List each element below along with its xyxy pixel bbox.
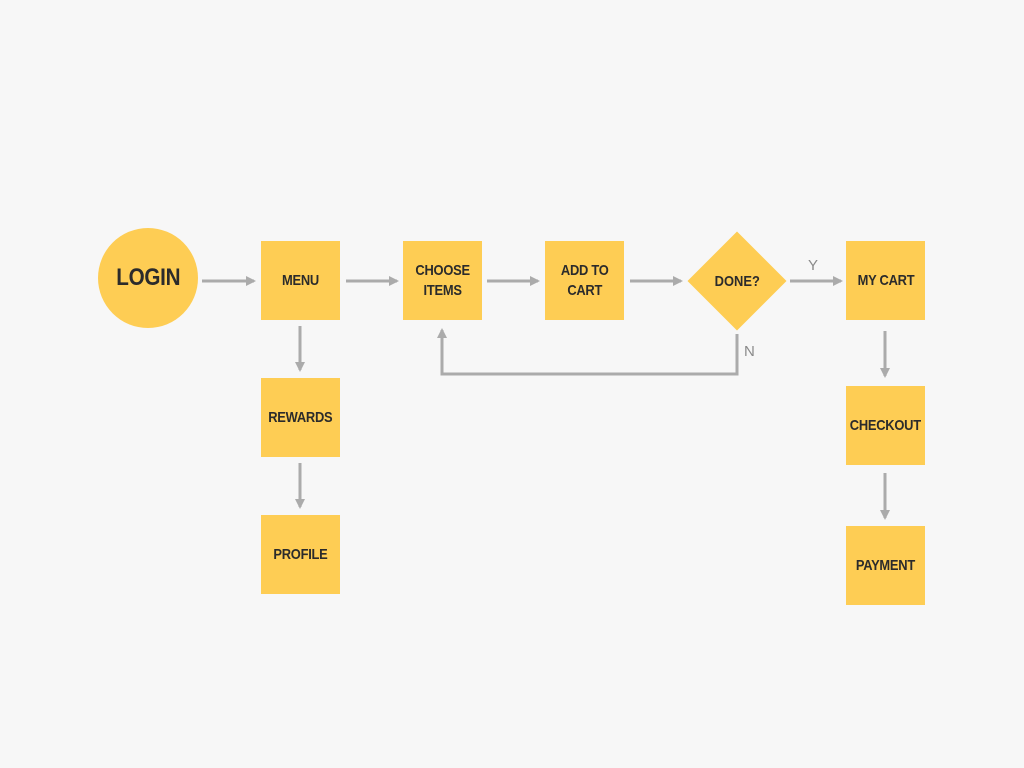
done-label: DONE? — [714, 272, 760, 290]
done-label-wrap: DONE? — [687, 231, 787, 331]
rewards-label: REWARDS — [268, 408, 333, 426]
menu-node: MENU — [261, 241, 340, 320]
checkout-label: CHECKOUT — [849, 416, 922, 434]
checkout-node: CHECKOUT — [846, 386, 925, 465]
choose-items-node: CHOOSE ITEMS — [403, 241, 482, 320]
login-label: LOGIN — [115, 264, 181, 291]
payment-node: PAYMENT — [846, 526, 925, 605]
arrow-done-no-loop-to-choose-items — [437, 328, 739, 376]
add-to-cart-label: ADD TO CART — [560, 261, 609, 299]
edge-label-yes: Y — [808, 257, 819, 274]
my-cart-node: MY CART — [846, 241, 925, 320]
add-to-cart-node: ADD TO CART — [545, 241, 624, 320]
edge-label-no: N — [744, 343, 755, 360]
login-node: LOGIN — [98, 228, 198, 328]
rewards-node: REWARDS — [261, 378, 340, 457]
done-decision-node: DONE? — [687, 231, 787, 331]
menu-label: MENU — [282, 271, 319, 289]
profile-label: PROFILE — [273, 545, 328, 563]
choose-items-label: CHOOSE ITEMS — [415, 261, 470, 299]
my-cart-label: MY CART — [857, 271, 914, 289]
payment-label: PAYMENT — [855, 556, 916, 574]
profile-node: PROFILE — [261, 515, 340, 594]
